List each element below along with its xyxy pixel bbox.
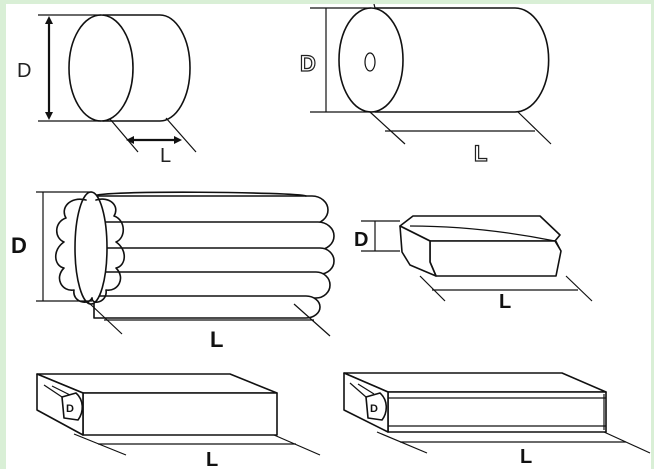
diameter-label: D	[17, 60, 31, 82]
cylinder-roll: D L	[299, 4, 552, 167]
cylinder-small: D L	[17, 14, 197, 167]
length-label: L	[160, 145, 171, 167]
diagram-canvas: D L D L D	[6, 4, 651, 469]
hexagonal-bar: D L	[354, 215, 593, 313]
length-label: L	[520, 446, 532, 468]
core-hole	[364, 52, 376, 72]
sealed-box-a: L D	[36, 373, 321, 469]
length-label: L	[206, 449, 218, 469]
diameter-label: D	[370, 403, 378, 415]
diameter-label: D	[354, 229, 368, 251]
length-label: L	[210, 327, 223, 352]
fluted-roll: D L	[11, 191, 335, 352]
diameter-label: D	[66, 403, 74, 415]
length-label: L	[499, 291, 511, 313]
diameter-label: D	[11, 233, 27, 258]
diameter-label: D	[300, 51, 316, 76]
packaging-shapes-diagram: D L D L D	[11, 4, 651, 469]
length-label: L	[474, 141, 487, 166]
sealed-box-b: L D	[343, 372, 651, 468]
